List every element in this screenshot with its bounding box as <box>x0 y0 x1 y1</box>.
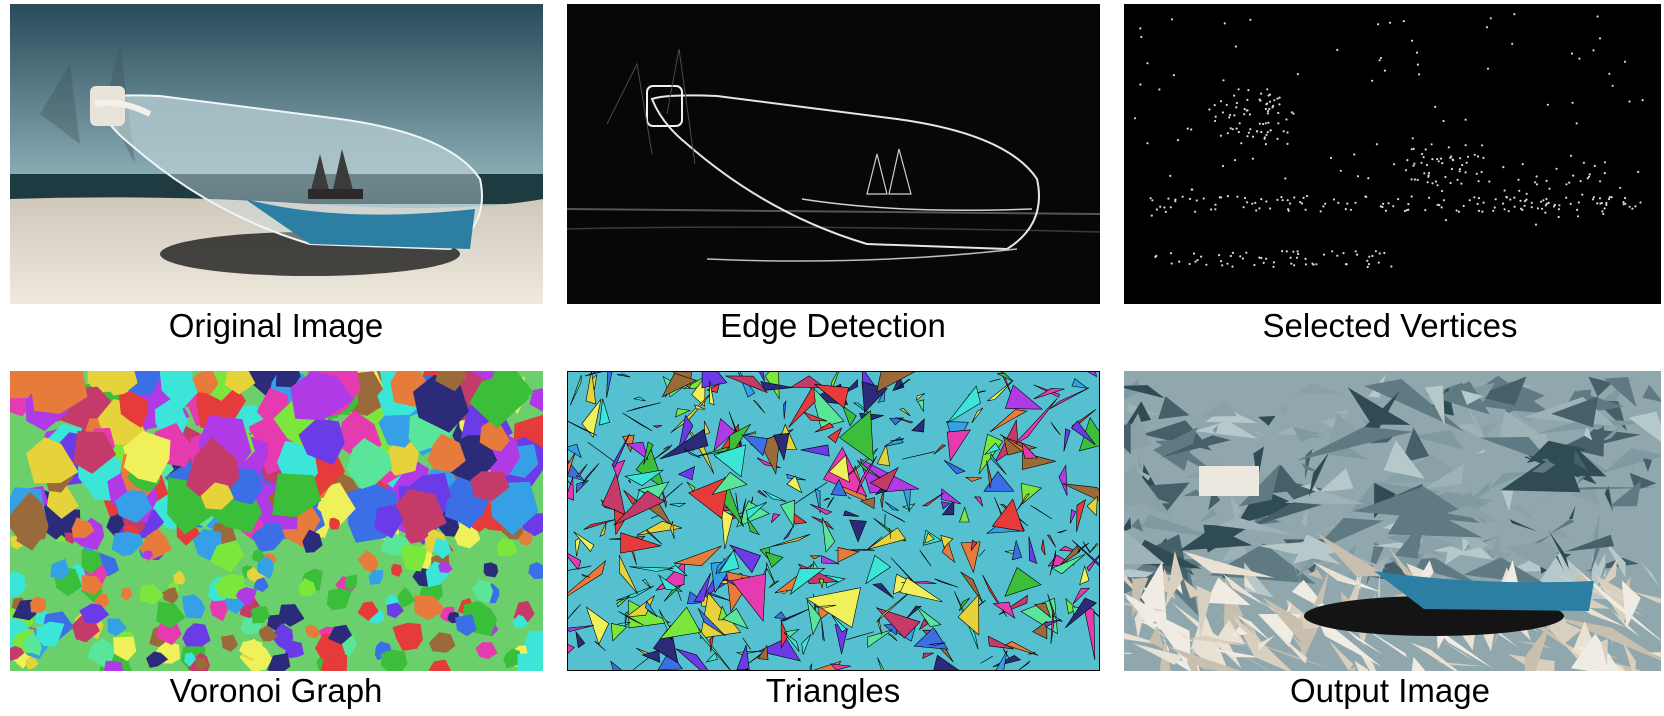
caption-edge-detection: Edge Detection <box>720 307 946 344</box>
voronoi-graph-panel <box>10 371 543 671</box>
caption-output-image: Output Image <box>1290 672 1490 709</box>
selected-vertices-panel <box>1124 4 1661 304</box>
caption-original-image: Original Image <box>168 307 384 344</box>
output-image <box>1124 371 1661 671</box>
caption-voronoi-graph: Voronoi Graph <box>169 672 383 709</box>
edge-detection-panel <box>567 4 1100 304</box>
caption-triangles: Triangles <box>765 672 901 709</box>
triangles-panel <box>567 371 1100 671</box>
selected-vertices-image <box>1124 4 1661 304</box>
triangles-image <box>568 372 1099 670</box>
edge-detection-image <box>567 4 1100 304</box>
voronoi-graph-image <box>10 371 543 671</box>
original-image <box>10 4 543 304</box>
original-image-panel <box>10 4 543 304</box>
caption-selected-vertices: Selected Vertices <box>1262 307 1518 344</box>
output-image-panel <box>1124 371 1661 671</box>
